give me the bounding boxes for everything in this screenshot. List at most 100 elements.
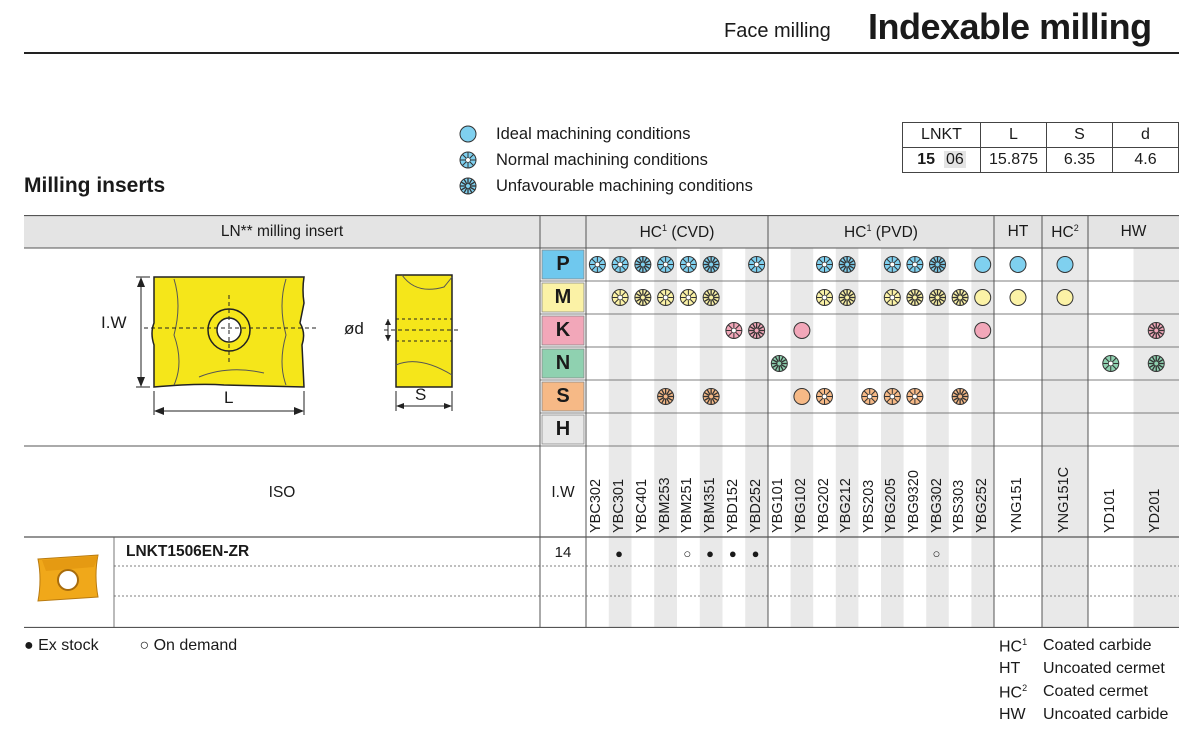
unfavourable-flower-icon xyxy=(838,289,856,306)
grade-label: YBC301 xyxy=(611,478,628,533)
unfavourable-flower-icon xyxy=(657,388,675,405)
legend-unfavourable: Unfavourable machining conditions xyxy=(458,174,753,198)
dimension-table: LNKT L S d 15 06 15.875 6.35 4.6 xyxy=(902,122,1179,173)
normal-flower-icon xyxy=(816,289,833,306)
iso-code: LNKT1506EN-ZR xyxy=(126,543,250,560)
unfavourable-flower-icon xyxy=(906,289,924,306)
ideal-circle-icon xyxy=(793,388,811,405)
glossary-code: HC1 xyxy=(999,637,1028,656)
availability-legend: ● Ex stock ○ On demand xyxy=(24,637,237,655)
grade-label: YBG202 xyxy=(815,478,832,533)
unfavourable-flower-icon xyxy=(634,289,652,306)
ex-stock-mark: ● xyxy=(706,546,714,561)
group-hc1-cvd: HC1 (CVD) xyxy=(639,223,715,242)
legend-normal: Normal machining conditions xyxy=(458,148,708,172)
material-p: P xyxy=(556,253,570,275)
normal-flower-icon xyxy=(657,256,675,273)
ideal-circle-icon xyxy=(1009,289,1027,306)
unfavourable-flower-icon xyxy=(748,322,766,339)
grade-label: YBG101 xyxy=(770,478,787,533)
group-hc1-pvd: HC1 (PVD) xyxy=(844,223,918,242)
normal-flower-icon xyxy=(1102,355,1120,372)
material-m: M xyxy=(554,286,572,308)
ideal-circle-icon xyxy=(974,256,992,273)
legend-label: Normal machining conditions xyxy=(496,150,708,169)
dim-size: 15 06 xyxy=(902,147,981,173)
unfavourable-flower-icon xyxy=(770,355,788,372)
grade-label: YBD152 xyxy=(724,478,741,533)
normal-flower-icon xyxy=(588,256,606,273)
grade-label: YD201 xyxy=(1147,488,1164,533)
dim-value-l: 15.875 xyxy=(980,147,1047,173)
group-ht: HT xyxy=(1007,223,1029,240)
grade-label: YBG302 xyxy=(928,478,945,533)
group-hc2: HC2 xyxy=(1051,223,1079,242)
unfavourable-flower-icon xyxy=(951,289,969,306)
dim-header-l: L xyxy=(980,122,1047,148)
page-subtitle: Face milling xyxy=(724,20,831,42)
unfavourable-flower-icon xyxy=(634,256,652,273)
grade-label: YBM351 xyxy=(702,477,719,533)
iw-header: I.W xyxy=(551,484,575,501)
grade-label: YBG205 xyxy=(883,478,900,533)
ideal-circle-icon xyxy=(1056,289,1074,306)
normal-flower-icon xyxy=(906,388,924,405)
normal-flower-icon xyxy=(725,322,743,339)
normal-flower-icon xyxy=(459,151,477,169)
legend-ideal: Ideal machining conditions xyxy=(458,122,690,146)
normal-flower-icon xyxy=(657,289,675,306)
unfavourable-flower-icon xyxy=(459,177,477,195)
normal-flower-icon xyxy=(883,388,901,405)
label-d: ød xyxy=(344,319,364,338)
on-demand-label: ○ On demand xyxy=(139,637,238,654)
unfavourable-flower-icon xyxy=(1147,355,1165,372)
material-s: S xyxy=(556,385,570,407)
iw-value: 14 xyxy=(554,544,572,561)
normal-flower-icon xyxy=(748,256,766,273)
normal-flower-icon xyxy=(906,256,924,273)
normal-flower-icon xyxy=(679,256,697,273)
unfavourable-flower-icon xyxy=(702,289,720,306)
ex-stock-mark: ● xyxy=(728,546,737,561)
unfavourable-flower-icon xyxy=(929,256,946,273)
grade-label: YBM253 xyxy=(656,477,673,533)
grade-label: YBS303 xyxy=(951,479,968,533)
normal-flower-icon xyxy=(883,289,901,306)
iso-header: ISO xyxy=(268,484,296,501)
grade-label: YBM251 xyxy=(679,477,696,533)
ideal-circle-icon xyxy=(974,289,992,306)
dim-value-d: 4.6 xyxy=(1112,147,1179,173)
grade-label: YNG151 xyxy=(1009,477,1025,533)
page-title: Indexable milling xyxy=(868,6,1152,47)
unfavourable-flower-icon xyxy=(951,388,969,405)
insert-drawing xyxy=(37,274,460,602)
glossary-desc: Uncoated cermet xyxy=(1043,660,1165,677)
section-title: Milling inserts xyxy=(24,174,166,197)
normal-flower-icon xyxy=(883,256,901,273)
glossary-code: HW xyxy=(999,706,1026,723)
dim-size-bold: 15 xyxy=(917,151,936,168)
glossary-desc: Coated cermet xyxy=(1043,683,1148,700)
ex-stock-label: ● Ex stock xyxy=(24,637,99,654)
material-n: N xyxy=(555,352,571,374)
material-k: K xyxy=(555,319,571,341)
normal-flower-icon xyxy=(816,388,833,405)
legend-label: Unfavourable machining conditions xyxy=(496,176,753,195)
dim-value-s: 6.35 xyxy=(1046,147,1113,173)
dim-header-s: S xyxy=(1046,122,1113,148)
dim-header-d: d xyxy=(1112,122,1179,148)
normal-flower-icon xyxy=(611,256,629,273)
grade-label: YBC302 xyxy=(588,478,605,533)
on-demand-mark: ○ xyxy=(683,546,692,561)
ex-stock-mark: ● xyxy=(751,546,760,561)
on-demand-mark: ○ xyxy=(932,546,941,561)
ideal-circle-icon xyxy=(459,125,477,143)
grade-label: YNG151C xyxy=(1056,466,1072,533)
product-thumbnail xyxy=(37,554,99,602)
normal-flower-icon xyxy=(611,289,629,306)
ideal-circle-icon xyxy=(1056,256,1074,273)
grade-label: YBG9320 xyxy=(905,470,922,533)
unfavourable-flower-icon xyxy=(1147,322,1165,339)
label-l: L xyxy=(224,388,234,407)
legend-label: Ideal machining conditions xyxy=(496,124,691,143)
